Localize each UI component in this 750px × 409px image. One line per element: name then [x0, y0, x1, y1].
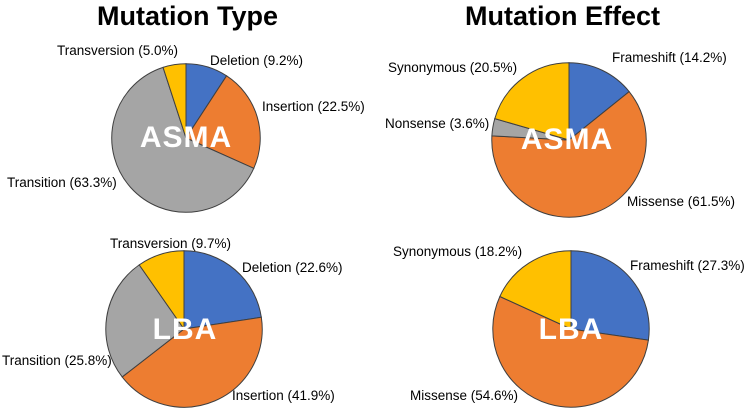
slice-label-insertion: Insertion (41.9%) — [232, 388, 335, 403]
slice-label-synonymous: Synonymous (20.5%) — [388, 60, 518, 75]
pie-slice-transversion — [163, 64, 186, 138]
pie-slice-transition — [106, 265, 184, 377]
slice-label-transversion: Transversion (9.7%) — [110, 236, 232, 251]
slice-label-missense: Missense (54.6%) — [410, 388, 519, 403]
pie-slice-deletion — [184, 251, 261, 329]
slice-label-deletion: Deletion (22.6%) — [242, 260, 343, 275]
slice-label-frameshift: Frameshift (14.2%) — [612, 50, 727, 65]
slice-label-deletion: Deletion (9.2%) — [210, 53, 304, 68]
pie-mutation-effect-lba — [492, 250, 650, 408]
pie-slice-insertion — [122, 317, 262, 407]
slice-label-nonsense: Nonsense (3.6%) — [385, 116, 490, 131]
slice-label-frameshift: Frameshift (27.3%) — [630, 258, 745, 273]
pie-mutation-type-asma — [111, 63, 261, 213]
slice-label-insertion: Insertion (22.5%) — [262, 99, 365, 114]
pie-slice-transversion — [139, 251, 184, 329]
pie-mutation-effect-asma — [491, 62, 647, 218]
pie-slice-missense — [493, 297, 649, 408]
column-title-mutation-effect: Mutation Effect — [465, 1, 660, 31]
pie-slice-synonymous — [500, 251, 571, 329]
slice-label-transition: Transition (63.3%) — [7, 175, 117, 190]
pie-slice-synonymous — [495, 63, 569, 140]
pie-slice-frameshift — [571, 251, 649, 340]
pie-slice-missense — [492, 92, 646, 218]
pie-slice-insertion — [186, 76, 260, 169]
slice-label-transversion: Transversion (5.0%) — [57, 43, 179, 58]
pie-mutation-type-lba — [105, 250, 263, 408]
slice-label-synonymous: Synonymous (18.2%) — [393, 244, 523, 259]
pie-slice-frameshift — [569, 63, 629, 140]
pie-slice-transition — [112, 67, 254, 212]
column-title-mutation-type: Mutation Type — [97, 1, 278, 31]
slice-label-missense: Missense (61.5%) — [627, 194, 736, 209]
slice-label-transition: Transition (25.8%) — [2, 353, 112, 368]
